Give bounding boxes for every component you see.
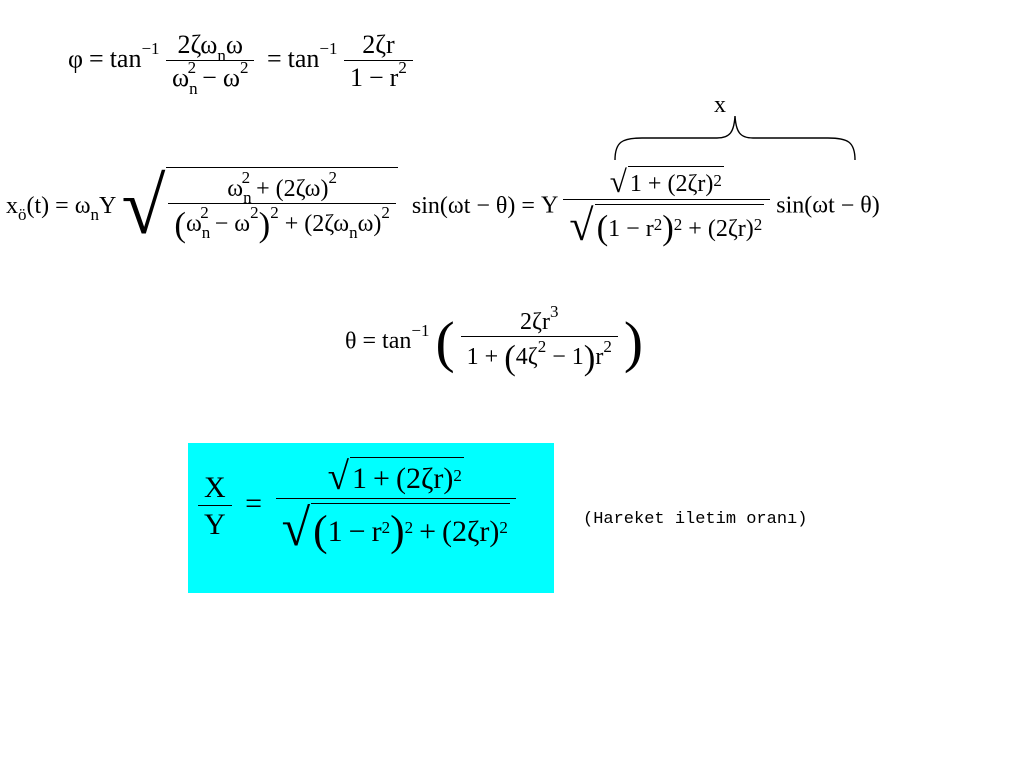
transmissibility-caption: (Hareket iletim oranı) bbox=[583, 510, 808, 529]
brace-label: x bbox=[714, 92, 726, 118]
phase-angle-equation: φ=tan−1 2ζωnω ωn2−ω2 =tan−1 2ζr 1−r2 bbox=[68, 32, 413, 97]
curly-brace-icon bbox=[614, 115, 856, 161]
brace-annotation: x bbox=[612, 92, 858, 164]
displacement-equation: xö(t)=ωnY √ ωn2+(2ζω)2 (ωn2−ω2)2+(2ζωnω)… bbox=[6, 163, 880, 252]
theta-equation: θ=tan−1 ( 2ζr3 1+(4ζ2−1)r2 ) bbox=[345, 301, 644, 377]
